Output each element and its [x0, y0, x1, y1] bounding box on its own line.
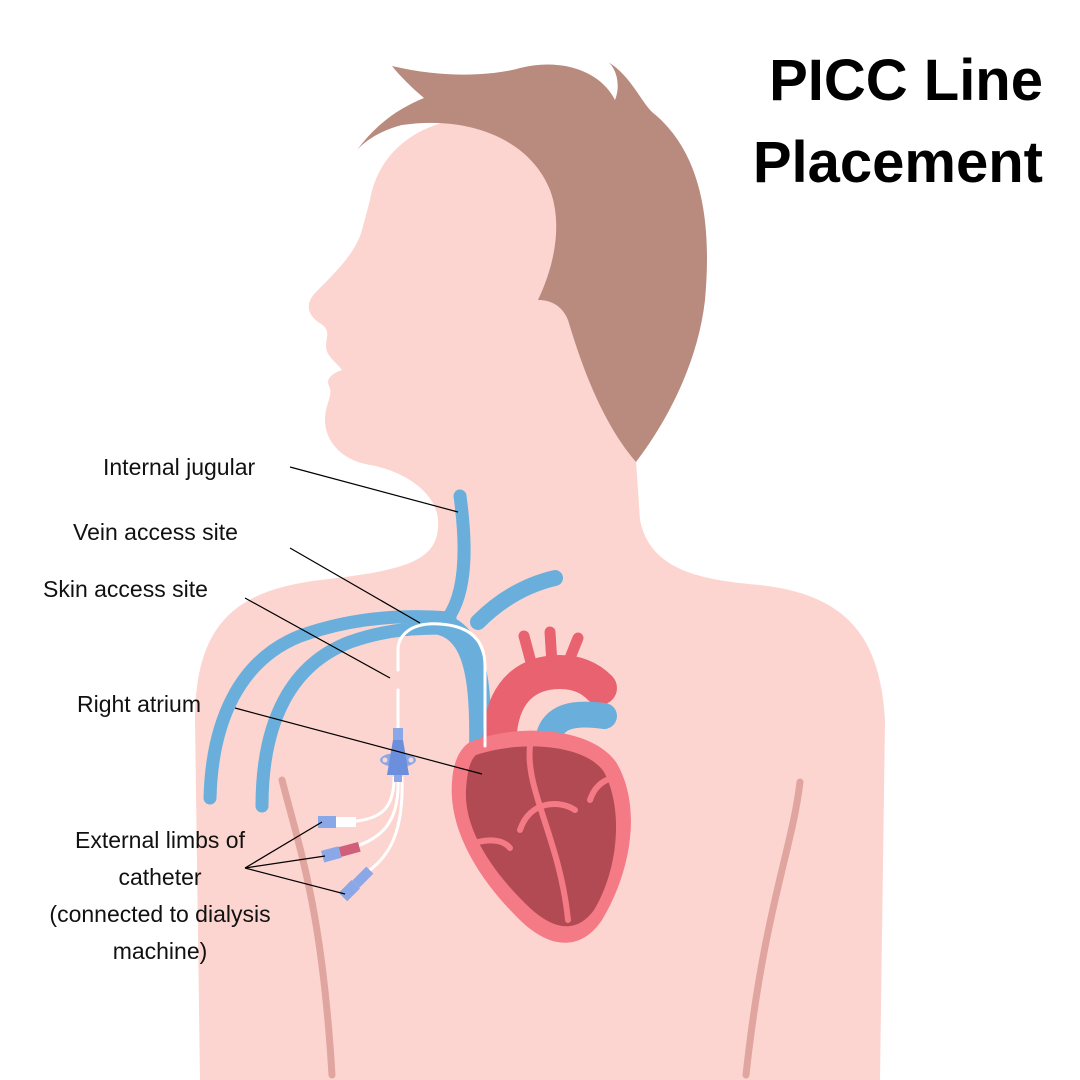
hair	[357, 62, 707, 462]
catheter-connectors	[318, 816, 374, 902]
catheter-line	[396, 622, 487, 748]
heart-septum	[475, 743, 615, 923]
leader-limb-3	[244, 867, 346, 895]
veins	[203, 489, 563, 813]
leader-internal-jugular	[289, 466, 459, 513]
label-skin-access-site: Skin access site	[43, 576, 208, 602]
aortic-branches	[518, 626, 584, 674]
label-line: catheter	[118, 864, 202, 890]
title-line-1: PICC Line	[769, 48, 1043, 113]
heart	[451, 626, 631, 943]
leader-limb-1	[244, 821, 323, 869]
label-vein-access-site: Vein access site	[73, 519, 238, 545]
catheter-hub	[380, 728, 416, 782]
label-line: External limbs of	[74, 827, 245, 853]
title-line-2: Placement	[752, 130, 1043, 195]
right-arm-crease	[742, 778, 804, 1079]
subclavian-vein-outer	[203, 610, 457, 805]
label-right-atrium: Right atrium	[77, 691, 201, 717]
leader-skin-access	[244, 597, 391, 679]
internal-jugular-vein	[441, 489, 471, 625]
body-silhouette	[195, 118, 885, 1080]
leader-limb-2	[244, 855, 326, 869]
label-internal-jugular: Internal jugular	[103, 454, 256, 480]
leader-vein-access	[289, 547, 421, 624]
brachiocephalic-vein	[470, 570, 563, 630]
label-external-limbs: External limbs of catheter (connected to…	[20, 822, 300, 970]
page-title: PICC Line Placement	[753, 40, 1043, 204]
label-line: (connected to dialysis	[49, 901, 271, 927]
leader-right-atrium	[234, 707, 483, 775]
aorta	[482, 654, 617, 777]
heart-inner	[465, 746, 617, 927]
left-arm-crease	[278, 776, 336, 1079]
label-line: machine)	[112, 938, 208, 964]
leader-lines	[234, 466, 483, 895]
